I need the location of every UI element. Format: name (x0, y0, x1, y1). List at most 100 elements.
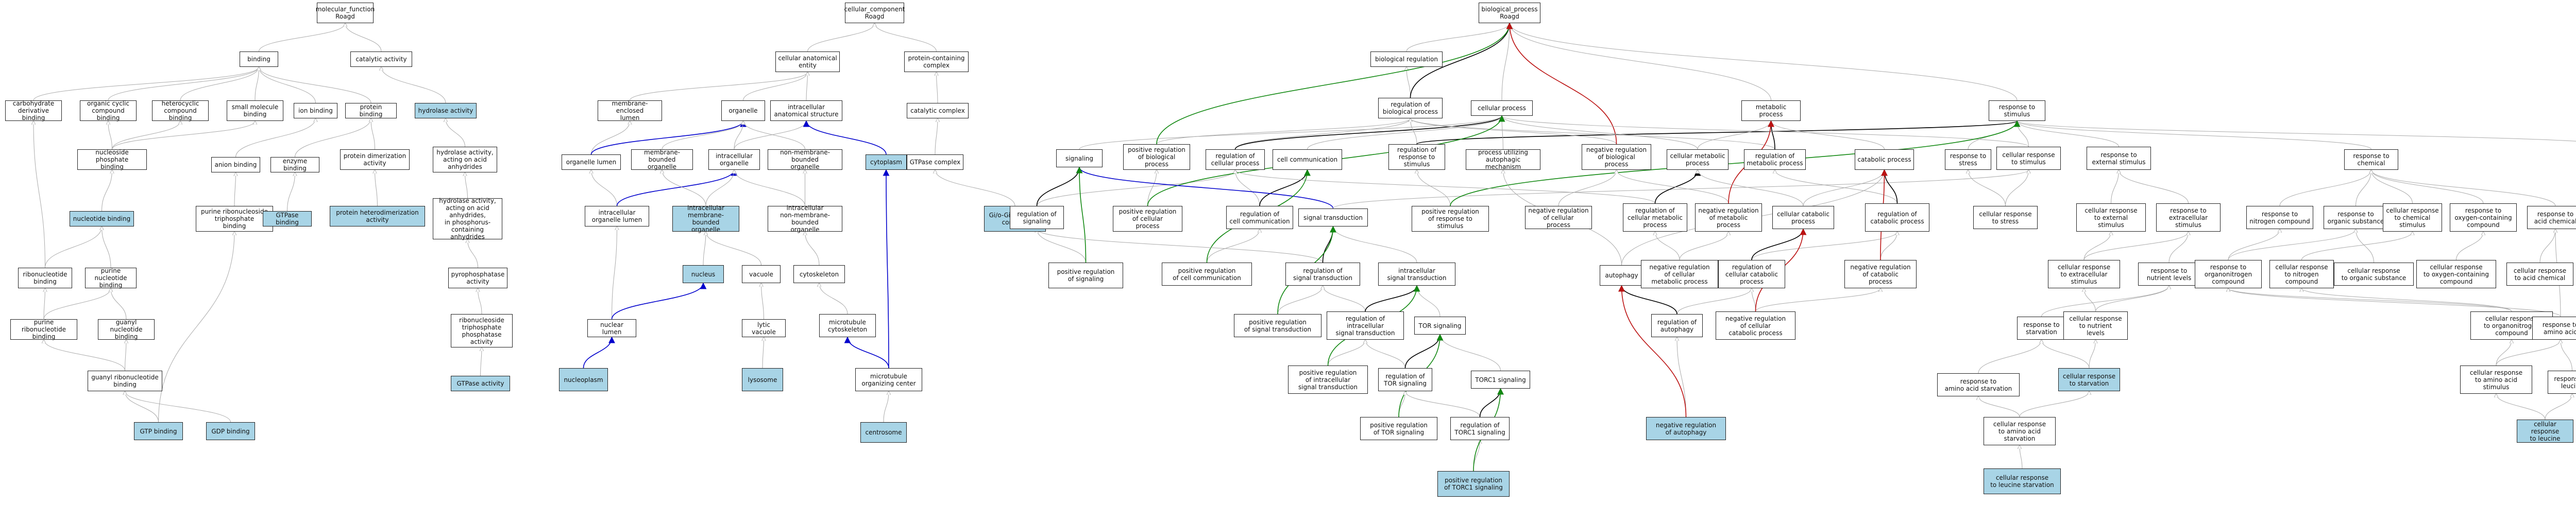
node-heterocyclic[interactable]: heterocyclic compound binding (152, 100, 209, 121)
node-autophagy[interactable]: autophagy (1600, 265, 1643, 286)
node-organelle[interactable]: organelle (721, 100, 765, 121)
node-resp-chem[interactable]: response to chemical (2344, 149, 2398, 170)
node-pos-reg-cell-proc[interactable]: positive regulation of cellular process (1113, 206, 1182, 232)
node-resp-organic[interactable]: response to organic substance (2324, 206, 2388, 229)
node-gtpase-complex[interactable]: GTPase complex (907, 154, 963, 170)
node-reg-bio[interactable]: regulation of biological process (1378, 98, 1443, 118)
node-resp-acid[interactable]: response to acid chemical (2527, 206, 2576, 229)
node-intracell-organelle[interactable]: intracellular organelle (708, 149, 760, 170)
node-reg-resp-stim[interactable]: regulation of response to stimulus (1388, 144, 1445, 170)
node-nucleoside-phos[interactable]: nucleoside phosphate binding (77, 149, 147, 170)
node-nuclear-lumen[interactable]: nuclear lumen (587, 319, 636, 337)
node-gdp-bind[interactable]: GDP binding (206, 422, 255, 440)
node-cytoskeleton[interactable]: cytoskeleton (793, 265, 845, 283)
node-cell-resp-stress[interactable]: cellular response to stress (1973, 206, 2038, 229)
node-reg-cell-comm[interactable]: regulation of cell communication (1226, 206, 1293, 229)
node-reg-signaling[interactable]: regulation of signaling (1010, 206, 1064, 229)
node-pyrophosphatase[interactable]: pyrophosphatase activity (448, 268, 507, 288)
node-resp-stress[interactable]: response to stress (1945, 149, 1991, 170)
node-non-membrane-org[interactable]: non-membrane-bounded organelle (768, 149, 842, 170)
node-cell-resp-organic[interactable]: cellular response to organic substance (2334, 263, 2414, 286)
node-cell-resp-nitrogen[interactable]: cellular response to nitrogen compound (2269, 260, 2334, 288)
node-cell-resp-aa[interactable]: cellular response to amino acid stimulus (2460, 365, 2532, 394)
node-pos-reg-signal-trans[interactable]: positive regulation of signal transducti… (1234, 314, 1321, 337)
node-neg-reg-cell-met[interactable]: negative regulation of cellular metaboli… (1641, 260, 1718, 288)
node-binding[interactable]: binding (240, 51, 278, 67)
node-pos-reg-torc1[interactable]: positive regulation of TORC1 signaling (1437, 471, 1510, 497)
node-neg-reg-cell-proc[interactable]: negative regulation of cellular process (1525, 206, 1592, 229)
node-reg-torc1[interactable]: regulation of TORC1 signaling (1450, 417, 1510, 440)
node-cc-root[interactable]: cellular_component Roagd (844, 3, 905, 23)
node-resp-nitrogen[interactable]: response to nitrogen compound (2246, 206, 2313, 229)
node-guanyl-ribo[interactable]: guanyl ribonucleotide binding (88, 371, 162, 391)
node-neg-reg-autophagy[interactable]: negative regulation of autophagy (1646, 417, 1726, 440)
node-protein-hetero[interactable]: protein heterodimerization activity (330, 206, 425, 227)
node-pos-reg-intracell[interactable]: positive regulation of intracellular sig… (1288, 365, 1368, 394)
node-reg-cell-met[interactable]: regulation of cellular metabolic process (1623, 203, 1687, 232)
node-cell-resp-nutrient[interactable]: cellular response to nutrient levels (2063, 311, 2128, 340)
node-centrosome[interactable]: centrosome (860, 422, 907, 443)
node-pos-reg-bio[interactable]: positive regulation of biological proces… (1123, 144, 1190, 170)
node-reg-metabolic[interactable]: regulation of metabolic process (1744, 149, 1806, 170)
node-cell-resp-leucine[interactable]: cellular response to leucine (2517, 420, 2573, 443)
node-neg-reg-bio[interactable]: negative regulation of biological proces… (1582, 144, 1651, 170)
node-resp-amino-acid[interactable]: response to amino acid (2532, 317, 2576, 340)
node-cellular-process[interactable]: cellular process (1471, 100, 1533, 116)
node-resp-starvation[interactable]: response to starvation (2017, 317, 2066, 340)
node-hydrolase[interactable]: hydrolase activity (415, 103, 477, 118)
node-proc-autophagic[interactable]: process utilizing autophagic mechanism (1466, 149, 1540, 170)
node-mtoc[interactable]: microtubule organizing center (855, 368, 922, 391)
node-enzyme-bind[interactable]: enzyme binding (270, 157, 319, 172)
node-cell-resp-chem[interactable]: cellular response to chemical stimulus (2383, 203, 2442, 232)
node-cell-resp-extracell[interactable]: cellular response to extracellular stimu… (2048, 260, 2120, 288)
node-reg-cell-cat[interactable]: regulation of cellular catabolic process (1718, 260, 1785, 288)
node-organelle-lumen[interactable]: organelle lumen (562, 154, 621, 170)
node-hydrolase-phos[interactable]: hydrolase activity, acting on acid anhyd… (433, 197, 502, 240)
node-resp-organonitrogen[interactable]: response to organonitrogen compound (2195, 260, 2262, 288)
node-resp-aa-starvation[interactable]: response to amino acid starvation (1937, 373, 2020, 396)
node-anion-bind[interactable]: anion binding (211, 157, 260, 172)
node-catabolic[interactable]: catabolic process (1855, 149, 1914, 170)
node-neg-reg-met[interactable]: negative regulation of metabolic process (1695, 203, 1762, 232)
node-neg-reg-cat[interactable]: negative regulation of catabolic process (1844, 260, 1917, 288)
node-nucleoplasm[interactable]: nucleoplasm (559, 368, 608, 391)
node-cell-resp-acid[interactable]: cellular response to acid chemical (2506, 263, 2573, 286)
node-nucleotide-bind[interactable]: nucleotide binding (70, 211, 134, 227)
node-response-stim[interactable]: response to stimulus (1989, 100, 2045, 121)
node-cell-resp-oxygen[interactable]: cellular response to oxygen-containing c… (2416, 260, 2496, 288)
node-intracell-non-membrane[interactable]: intracellular non-membrane-bounded organ… (768, 204, 842, 233)
node-intracell-anat[interactable]: intracellular anatomical structure (770, 100, 842, 121)
node-protein-bind[interactable]: protein binding (345, 103, 397, 118)
node-torc1[interactable]: TORC1 signaling (1471, 371, 1530, 389)
node-gtpase-bind[interactable]: GTPase binding (263, 211, 312, 227)
node-gtpase-act[interactable]: GTPase activity (451, 376, 510, 391)
node-cell-resp-aa-starv[interactable]: cellular response to amino acid starvati… (1984, 417, 2056, 445)
node-carb-bind[interactable]: carbohydrate derivative binding (5, 100, 62, 121)
node-neg-reg-cell-cat[interactable]: negative regulation of cellular cataboli… (1716, 311, 1795, 340)
node-resp-ext[interactable]: response to external stimulus (2087, 147, 2151, 170)
node-bio-reg[interactable]: biological regulation (1370, 51, 1443, 67)
node-catalytic[interactable]: catalytic activity (350, 51, 412, 67)
node-ion-bind[interactable]: ion binding (294, 103, 337, 118)
node-intracell-signal[interactable]: intracellular signal transduction (1378, 263, 1455, 286)
node-lytic-vacuole[interactable]: lytic vacuole (742, 319, 786, 337)
node-reg-intracell-signal[interactable]: regulation of intracellular signal trans… (1327, 311, 1404, 340)
node-bp-root[interactable]: biological_process Roagd (1479, 3, 1540, 23)
node-tor-signaling[interactable]: TOR signaling (1414, 317, 1466, 335)
node-protein-complex[interactable]: protein-containing complex (904, 51, 969, 72)
node-cell-resp-ext[interactable]: cellular response to external stimulus (2076, 203, 2146, 232)
node-small-mol[interactable]: small molecule binding (227, 100, 283, 121)
node-pos-reg-tor[interactable]: positive regulation of TOR signaling (1360, 417, 1437, 440)
node-cell-resp-stim[interactable]: cellular response to stimulus (1996, 147, 2061, 170)
node-ribonucleotide[interactable]: ribonucleotide binding (18, 268, 72, 288)
node-intracell-membrane-org[interactable]: intracellular membrane-bounded organelle (672, 204, 739, 233)
node-membrane-organelle[interactable]: membrane-bounded organelle (631, 149, 693, 170)
node-protein-dimer[interactable]: protein dimerization activity (340, 149, 410, 170)
node-resp-nutrient[interactable]: response to nutrient levels (2138, 263, 2200, 286)
node-catalytic-complex[interactable]: catalytic complex (907, 103, 969, 118)
node-purine-ribonucleotide[interactable]: purine ribonucleotide binding (10, 319, 77, 340)
node-gtp-bind[interactable]: GTP binding (134, 422, 183, 440)
node-cell-comm[interactable]: cell communication (1273, 149, 1342, 170)
node-cell-resp-leucine-starv[interactable]: cellular response to leucine starvation (1984, 468, 2061, 494)
node-reg-catabolic[interactable]: regulation of catabolic process (1865, 203, 1929, 232)
